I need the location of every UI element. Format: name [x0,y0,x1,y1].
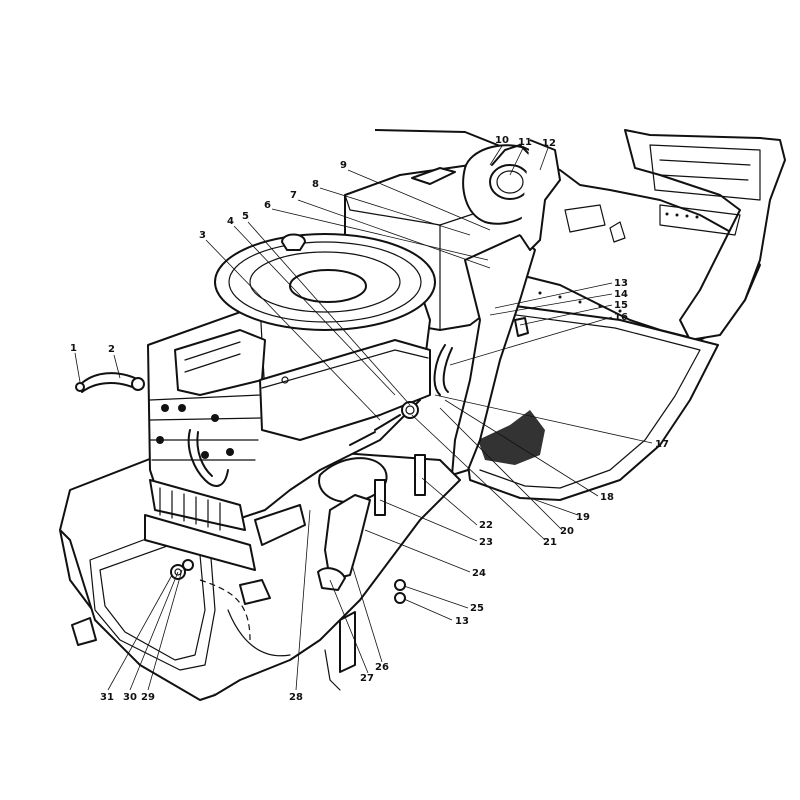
callout-20: 20 [560,526,574,537]
callout-18: 18 [600,492,614,503]
callout-labels: 1 2 3 4 5 6 7 8 9 10 11 12 13 14 15 16 1… [70,135,669,703]
callout-10: 10 [495,135,509,146]
callout-25: 25 [470,603,484,614]
callout-16: 16 [614,312,628,323]
fuel-line [349,317,529,604]
callout-30: 30 [123,692,137,703]
callout-13-upper: 13 [614,278,628,289]
callout-9: 9 [340,160,347,171]
callout-28: 28 [289,692,303,703]
leader-lines [74,145,653,691]
callout-4: 4 [227,216,234,227]
callout-3: 3 [199,230,206,241]
callout-15: 15 [614,300,628,311]
callout-13-lower: 13 [455,616,469,627]
callout-22: 22 [479,520,493,531]
callout-23: 23 [479,537,493,548]
callout-8: 8 [312,179,319,190]
callout-7: 7 [290,190,297,201]
callout-24: 24 [472,568,486,579]
callout-1: 1 [70,343,77,354]
callout-11: 11 [518,137,532,148]
callout-14: 14 [614,289,628,300]
callout-26: 26 [375,662,389,673]
callout-21: 21 [543,537,557,548]
callout-29: 29 [141,692,155,703]
callout-5: 5 [242,211,249,222]
callout-12: 12 [542,138,556,149]
rear-frame [451,139,622,476]
callout-31: 31 [100,692,114,703]
callout-27: 27 [360,673,374,684]
callout-6: 6 [264,200,271,211]
callout-2: 2 [108,344,115,355]
callout-17: 17 [655,439,669,450]
footrest-tray [464,299,719,501]
breather-tube [75,372,145,393]
callout-19: 19 [576,512,590,523]
